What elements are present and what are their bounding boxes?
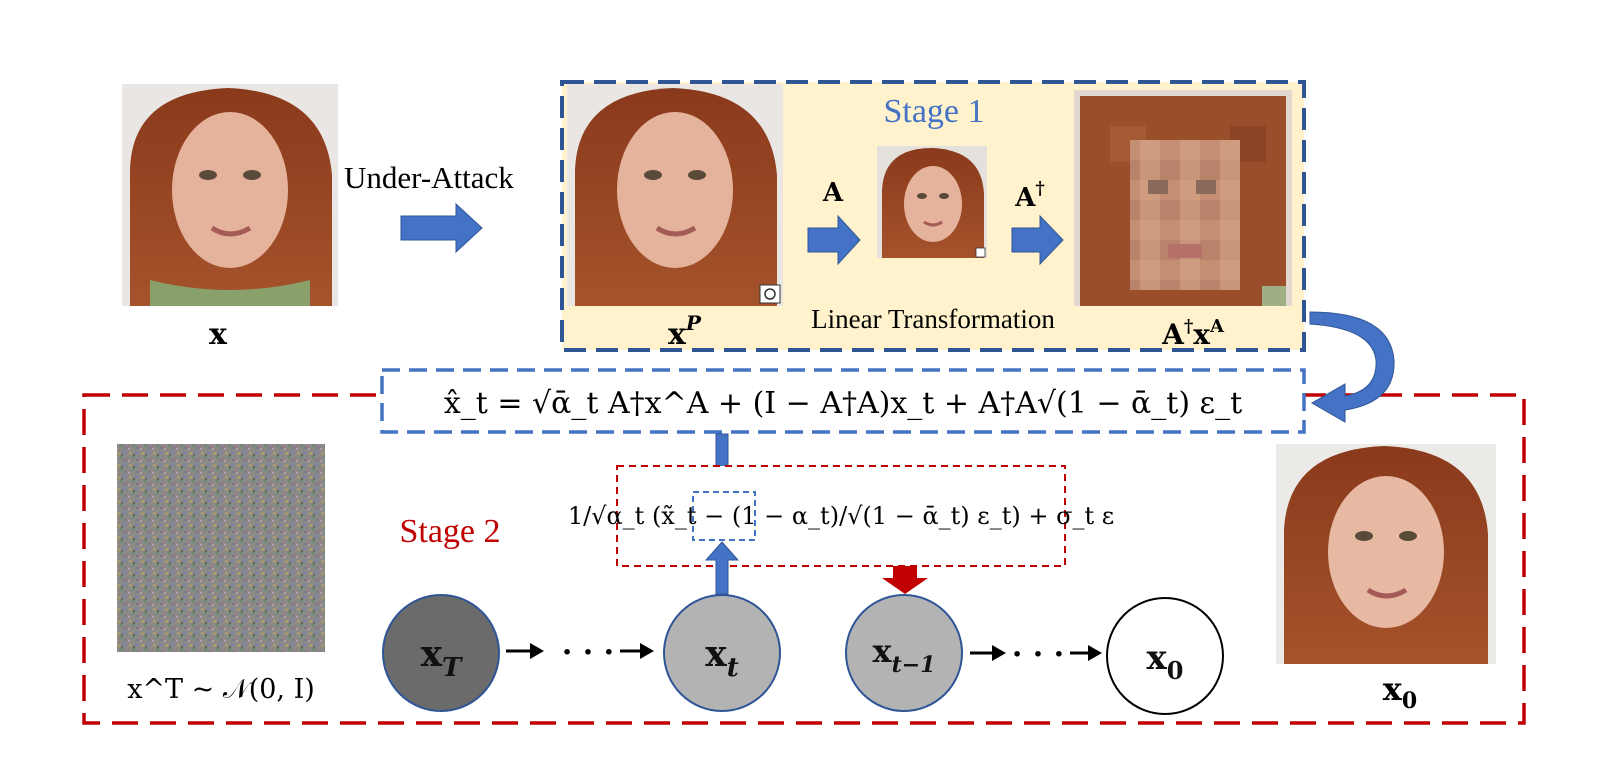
stage1-to-equation-arrow	[1309, 311, 1395, 423]
input-face-image	[122, 84, 338, 306]
linear-transformation-label: Linear Transformation	[811, 304, 1055, 334]
update-equation: 1/√α_t (x̃_t − (1 − α_t)/√(1 − ᾱ_t) ε_t)…	[568, 502, 1114, 530]
equation-main-box	[380, 368, 1306, 434]
operator-a-pinv-arrow	[1011, 214, 1064, 266]
svg-text:· · ·: · · ·	[562, 635, 614, 670]
poisoned-face-image	[567, 84, 783, 306]
reconstruction-label: A†xA	[1161, 316, 1225, 351]
svg-text:x0: x0	[1147, 638, 1184, 685]
output-face-image	[1276, 444, 1496, 664]
stage1-title: Stage 1	[883, 93, 984, 130]
input-image-label: x	[209, 317, 228, 352]
chain-node-xt-1: xt−1	[845, 594, 963, 712]
output-image-label: x0	[1383, 670, 1417, 714]
chain-node-xt: xt	[663, 594, 781, 712]
operator-a-pinv-label: A†	[1014, 178, 1045, 213]
svg-text:xt−1: xt−1	[873, 632, 936, 678]
stage2-box	[82, 393, 1526, 725]
operator-a-arrow	[807, 214, 861, 266]
svg-text:xT: xT	[421, 633, 463, 683]
under-attack-arrow	[400, 202, 483, 254]
update-to-xt1-arrow	[882, 566, 928, 594]
chain-node-x0: x0	[1106, 597, 1224, 715]
chain-arrow-2: · · ·	[970, 637, 1102, 672]
equation-main: x̂_t = √ᾱ_t A†x^A + (I − A†A)x_t + A†A√(…	[444, 386, 1242, 421]
chain-arrow-1: · · ·	[506, 635, 654, 670]
xt-to-update-arrow	[704, 541, 740, 595]
poisoned-image-label: xP	[668, 311, 702, 352]
x-tilde-highlight-box	[692, 491, 756, 541]
pixelated-face-image	[1074, 90, 1292, 306]
stage2-title: Stage 2	[399, 513, 500, 550]
chain-node-xT: xT	[382, 594, 500, 712]
svg-text:· · ·: · · ·	[1012, 637, 1064, 672]
update-equation-box	[616, 465, 1066, 567]
under-attack-label: Under-Attack	[344, 160, 514, 195]
noise-image	[117, 444, 325, 652]
noise-label: x^T ~ 𝒩(0, I)	[127, 674, 315, 705]
svg-text:xt: xt	[705, 633, 738, 683]
operator-a-label: A	[822, 178, 844, 208]
downsampled-face-image	[877, 146, 987, 258]
